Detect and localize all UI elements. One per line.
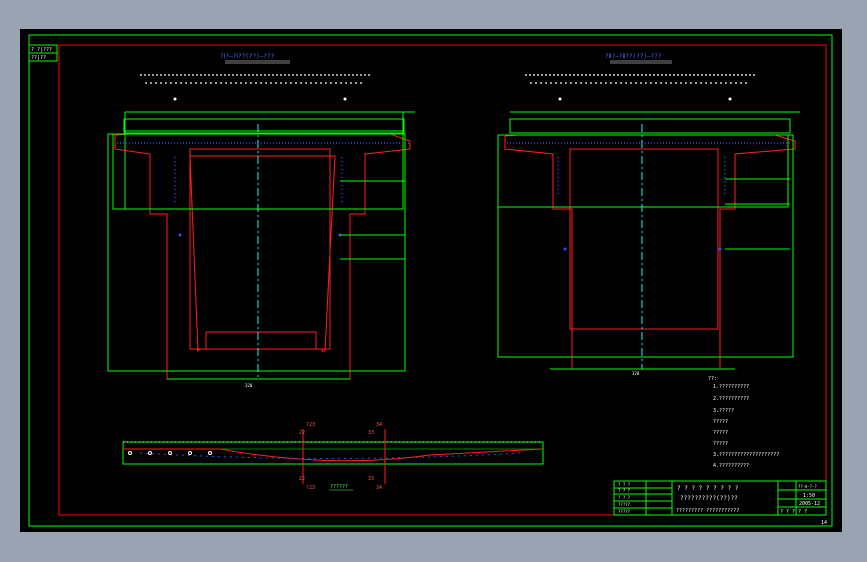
cad-drawing: ? ?|??? ??|?? ?Ⅰ?—?Ⅰ??(??)—??? [28, 34, 833, 527]
notes-line-8: 4.?????????? [713, 463, 749, 469]
tendon-label-bottom-left-2: ?23 [306, 485, 315, 491]
right-box-cell [569, 148, 719, 330]
title-block-left-row5: ????? [618, 509, 631, 514]
notes-line-2: 2.?????????? [713, 396, 749, 402]
inner-border [58, 44, 827, 516]
title-block-date: 2005-12 [799, 501, 820, 507]
title-block-page: 14 [821, 520, 827, 526]
tendon-label-top-left: 22 [299, 430, 305, 436]
notes-line-1: 1.?????????? [713, 384, 749, 390]
left-bottom-width: 320 [245, 383, 253, 388]
tendon-label-top-right-2: 34 [376, 422, 382, 428]
left-section: ?Ⅰ?—?Ⅰ??(??)—??? 320 [107, 53, 415, 388]
title-block-left-row3: ? ? ? [618, 495, 631, 500]
tendon-label-bottom-right: 33 [368, 476, 374, 482]
outer-frame [28, 34, 833, 527]
elevation-center-note: ?????? [330, 484, 348, 490]
corner-block: ? ?|??? ??|?? [28, 44, 58, 62]
notes-line-4: ????? [713, 419, 728, 425]
title-block: ? ? ? ? ? ? ? ? ? ????? ????? ? ? ? ? ? … [613, 480, 827, 526]
notes-line-5: ????? [713, 430, 728, 436]
cad-viewport[interactable]: ? ?|??? ??|?? ?Ⅰ?—?Ⅰ??(??)—??? [20, 29, 842, 532]
corner-block-row1: ? ?|??? [31, 47, 52, 53]
tendon-label-top-left-2: ?23 [306, 422, 315, 428]
right-section-title: ?Ⅱ?—?Ⅱ??(??)—??? [605, 53, 662, 60]
notes-line-6: ????? [713, 441, 728, 447]
title-block-sheet: ? ? ? ? ? [780, 509, 807, 515]
title-block-main-row1: ? ? ? ? ? ? ? ? ? [677, 485, 739, 492]
tendon-label-top-right: 33 [368, 430, 374, 436]
title-block-left-row1: ? ? ? [618, 482, 631, 487]
title-block-left-row2: ? ? ? [618, 488, 631, 493]
corner-block-row2: ??|?? [31, 55, 46, 61]
notes-line-3: 3.????? [713, 408, 734, 414]
notes-heading: ??: [708, 376, 717, 382]
tendon-label-bottom-left: 22 [299, 476, 305, 482]
right-section: ?Ⅱ?—?Ⅱ??(??)—??? 320 [497, 53, 800, 376]
tendon-label-bottom-right-2: 34 [376, 485, 382, 491]
left-box-cell [189, 148, 331, 350]
notes: ??: 1.?????????? 2.?????????? 3.????? ??… [708, 376, 779, 469]
title-block-main-row3: ????????? ??????????? [676, 508, 739, 514]
title-block-left-row4: ????? [618, 502, 631, 507]
title-block-drawing-no: ??-Ⅱ-?-? [798, 484, 817, 489]
left-section-title: ?Ⅰ?—?Ⅰ??(??)—??? [220, 53, 274, 60]
title-block-scale: 1:50 [803, 493, 815, 499]
right-bottom-width: 320 [632, 371, 640, 376]
elevation-strip: ?23 22 34 33 22 ?23 33 34 ?????? [122, 422, 544, 491]
notes-line-7: 3.???????????????????? [713, 452, 779, 458]
title-block-main-row2: ??????????(??)?? [680, 495, 738, 502]
